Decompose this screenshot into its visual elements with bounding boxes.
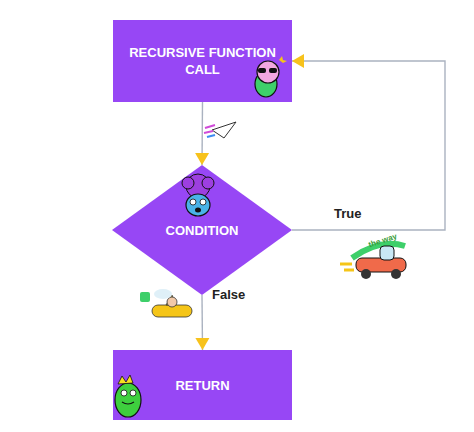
node-text-group: RECURSIVE FUNCTION CALL [113,44,292,78]
arrow-head [292,54,304,68]
plane-sticker [140,289,192,317]
sticker-label: the way [367,232,398,250]
edge-label: False [212,287,245,302]
connector-line [201,295,203,350]
paper-plane-sticker [204,122,236,138]
process-box: RETURN [113,350,292,420]
process-box: RECURSIVE FUNCTION CALL [113,20,292,102]
connector-line [201,102,203,165]
edge-label: True [334,206,361,221]
node-label: CONDITION [152,222,253,239]
connector-line [292,61,445,230]
decision-diamond: CONDITION [112,165,292,295]
flow-connector [292,54,445,230]
node-label: RECURSIVE FUNCTION CALL [113,44,292,78]
node-label: RETURN [161,377,243,394]
arrow-head [195,153,209,165]
arrow-head [195,338,209,350]
car-sticker [340,244,406,279]
node-text-group: CONDITION [152,222,253,239]
flow-connector [195,102,209,165]
flow-connector [195,295,209,350]
node-text-group: RETURN [161,377,243,394]
